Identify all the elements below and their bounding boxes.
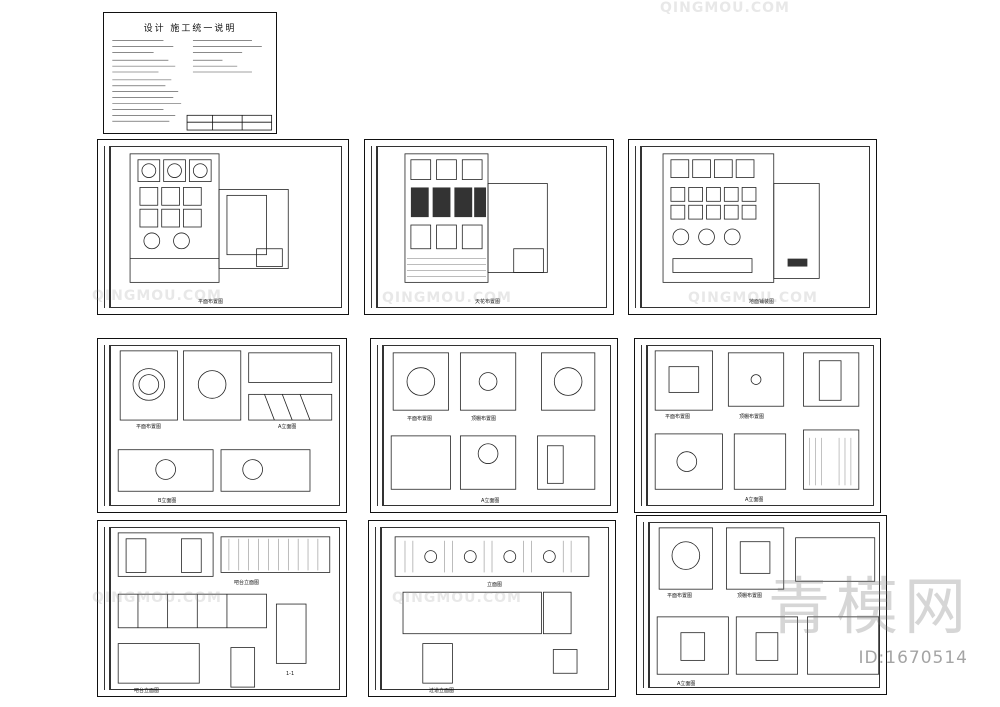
drawing-frame [641, 146, 870, 308]
design-notes-sheet: 设计 施工统一说明 [103, 12, 277, 134]
drawing-frame [383, 345, 611, 506]
drawing-sheet-floor-plan: 平面布置图 [97, 139, 349, 315]
caption-a: 平面布置图 [667, 593, 693, 599]
caption-b: 过道立面图 [429, 688, 455, 694]
binding-strip [104, 345, 110, 506]
caption-b: A立面图 [278, 424, 297, 430]
private-room-b-drawings [390, 352, 596, 490]
binding-strip [641, 345, 647, 506]
drawing-sheet-corridor: 立面图 过道立面图 [368, 520, 616, 697]
caption-a: 平面布置图 [665, 414, 691, 420]
caption-a: 平面布置图 [136, 424, 162, 430]
binding-strip [104, 527, 110, 690]
binding-strip [643, 522, 649, 688]
caption-b: 顶棚布置图 [737, 593, 763, 599]
drawing-frame [649, 522, 880, 688]
drawing-sheet-private-room-c: 平面布置图 顶棚布置图 A立面图 [634, 338, 881, 513]
caption-c: A立面图 [745, 497, 764, 503]
notes-title: 设计 施工统一说明 [143, 24, 237, 34]
drawing-sheet-bar-counter: 吧台立面图 吧台立面图 1-1 [97, 520, 347, 697]
caption-a: 吧台立面图 [234, 580, 260, 586]
floor-plan-drawing [129, 153, 289, 283]
caption-b: 吧台立面图 [134, 688, 160, 694]
caption-b: 顶棚布置图 [471, 416, 497, 422]
flooring-plan-drawing [662, 153, 820, 283]
drawing-sheet-private-room-d: 平面布置图 顶棚布置图 A立面图 [636, 515, 887, 695]
binding-strip [371, 146, 377, 308]
caption-a: 立面图 [487, 582, 503, 588]
watermark-text: QINGMOU.COM [660, 0, 790, 16]
bar-counter-drawings [117, 532, 331, 688]
caption-c: A立面图 [481, 498, 500, 504]
caption-c: B立面图 [158, 498, 177, 504]
sheet-caption: 天花布置图 [475, 299, 501, 305]
drawing-sheet-ceiling-plan: 天花布置图 [364, 139, 614, 315]
binding-strip [104, 146, 110, 308]
caption-b: 顶棚布置图 [739, 414, 765, 420]
binding-strip [635, 146, 641, 308]
drawing-sheet-flooring-plan: 地面铺装图 [628, 139, 877, 315]
ceiling-plan-drawing [404, 153, 548, 283]
drawing-sheet-private-room-b: 平面布置图 顶棚布置图 A立面图 [370, 338, 618, 513]
caption-a: 平面布置图 [407, 416, 433, 422]
drawing-frame [377, 146, 607, 308]
binding-strip [377, 345, 383, 506]
drawing-frame [110, 146, 342, 308]
caption-c: 1-1 [286, 671, 295, 677]
sheet-caption: 平面布置图 [198, 299, 224, 305]
corridor-elevation-drawings [394, 536, 590, 684]
drawing-sheet-private-room-a: 平面布置图 A立面图 B立面图 [97, 338, 347, 513]
private-room-d-drawings [656, 527, 880, 675]
asset-id-label: ID:1670514 [858, 648, 968, 668]
caption-c: A立面图 [677, 681, 696, 687]
private-room-c-drawings [654, 350, 860, 490]
sheet-caption: 地面铺装图 [749, 299, 775, 305]
notes-text-lines [112, 40, 273, 131]
drawing-frame [647, 345, 874, 506]
drawing-frame [110, 527, 340, 690]
drawing-frame [110, 345, 340, 506]
drawing-frame [381, 527, 609, 690]
binding-strip [375, 527, 381, 690]
private-room-a-drawings [117, 350, 333, 492]
